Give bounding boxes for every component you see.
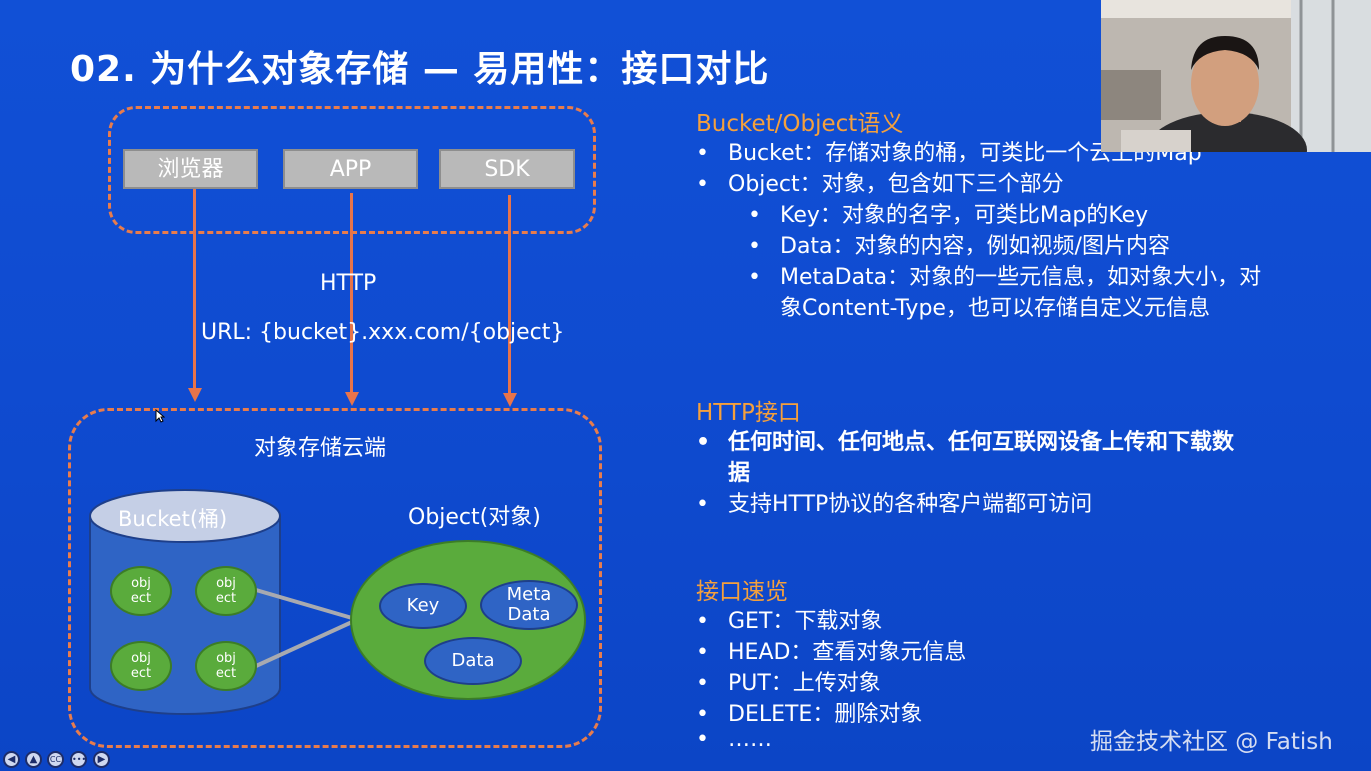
more-icon[interactable]: ••• [70, 751, 87, 768]
client-sdk: SDK [439, 149, 575, 189]
url-pattern: URL: {bucket}.xxx.com/{object} [201, 320, 565, 345]
prev-icon[interactable]: ◀ [3, 751, 20, 768]
arrow-sdk [508, 195, 511, 395]
bucket-object-3: obj ect [110, 641, 172, 691]
object-part-key: Key [379, 583, 467, 629]
next-icon[interactable]: ▶ [93, 751, 110, 768]
http-item-2: •支持HTTP协议的各种客户端都可访问 [696, 492, 1093, 517]
slide-title: 02. 为什么对象存储 — 易用性：接口对比 [70, 49, 770, 90]
arrow-browser-head [188, 388, 202, 402]
arrow-app [350, 193, 353, 393]
bucket-object-2: obj ect [195, 566, 257, 616]
webcam-video [1101, 0, 1371, 152]
arrow-browser [193, 189, 196, 389]
semantics-subitem-3-cont: 象Content-Type，也可以存储自定义元信息 [780, 296, 1210, 321]
api-item-put: •PUT：上传对象 [696, 671, 881, 696]
arrow-app-head [345, 392, 359, 406]
home-icon[interactable]: ▲ [25, 751, 42, 768]
api-item-head: •HEAD：查看对象元信息 [696, 640, 967, 665]
object-part-metadata: Meta Data [480, 580, 578, 630]
watermark: 掘金技术社区 @ Fatish [1090, 729, 1333, 755]
presenter-image [1101, 0, 1371, 152]
semantics-subitem-2: •Data：对象的内容，例如视频/图片内容 [748, 234, 1170, 259]
api-item-delete: •DELETE：删除对象 [696, 702, 923, 727]
arrow-sdk-head [503, 393, 517, 407]
api-item-get: •GET：下载对象 [696, 609, 883, 634]
bucket-object-1: obj ect [110, 566, 172, 616]
client-app: APP [283, 149, 418, 189]
bucket-object-4: obj ect [195, 641, 257, 691]
cloud-box [68, 408, 602, 748]
api-heading: 接口速览 [696, 579, 788, 605]
bucket-label: Bucket(桶) [118, 507, 228, 531]
connector-bottom [255, 620, 353, 668]
semantics-subitem-1: •Key：对象的名字，可类比Map的Key [748, 203, 1149, 228]
connector-top [255, 588, 353, 620]
object-label: Object(对象) [408, 505, 541, 530]
semantics-subitem-3: •MetaData：对象的一些元信息，如对象大小，对 [748, 265, 1262, 290]
cloud-label: 对象存储云端 [254, 436, 387, 461]
mouse-cursor-icon [155, 409, 165, 423]
http-item-1: •任何时间、任何地点、任何互联网设备上传和下载数 [696, 430, 1235, 455]
semantics-item-2: •Object：对象，包含如下三个部分 [696, 172, 1064, 197]
http-item-1-cont: 据 [728, 461, 751, 486]
protocol-label: HTTP [320, 271, 377, 296]
semantics-heading: Bucket/Object语义 [696, 111, 904, 137]
captions-icon[interactable]: CC [47, 751, 64, 768]
object-part-data: Data [424, 637, 522, 685]
api-item-more: •…… [696, 727, 772, 752]
client-browser: 浏览器 [123, 149, 258, 189]
http-heading: HTTP接口 [696, 400, 801, 426]
